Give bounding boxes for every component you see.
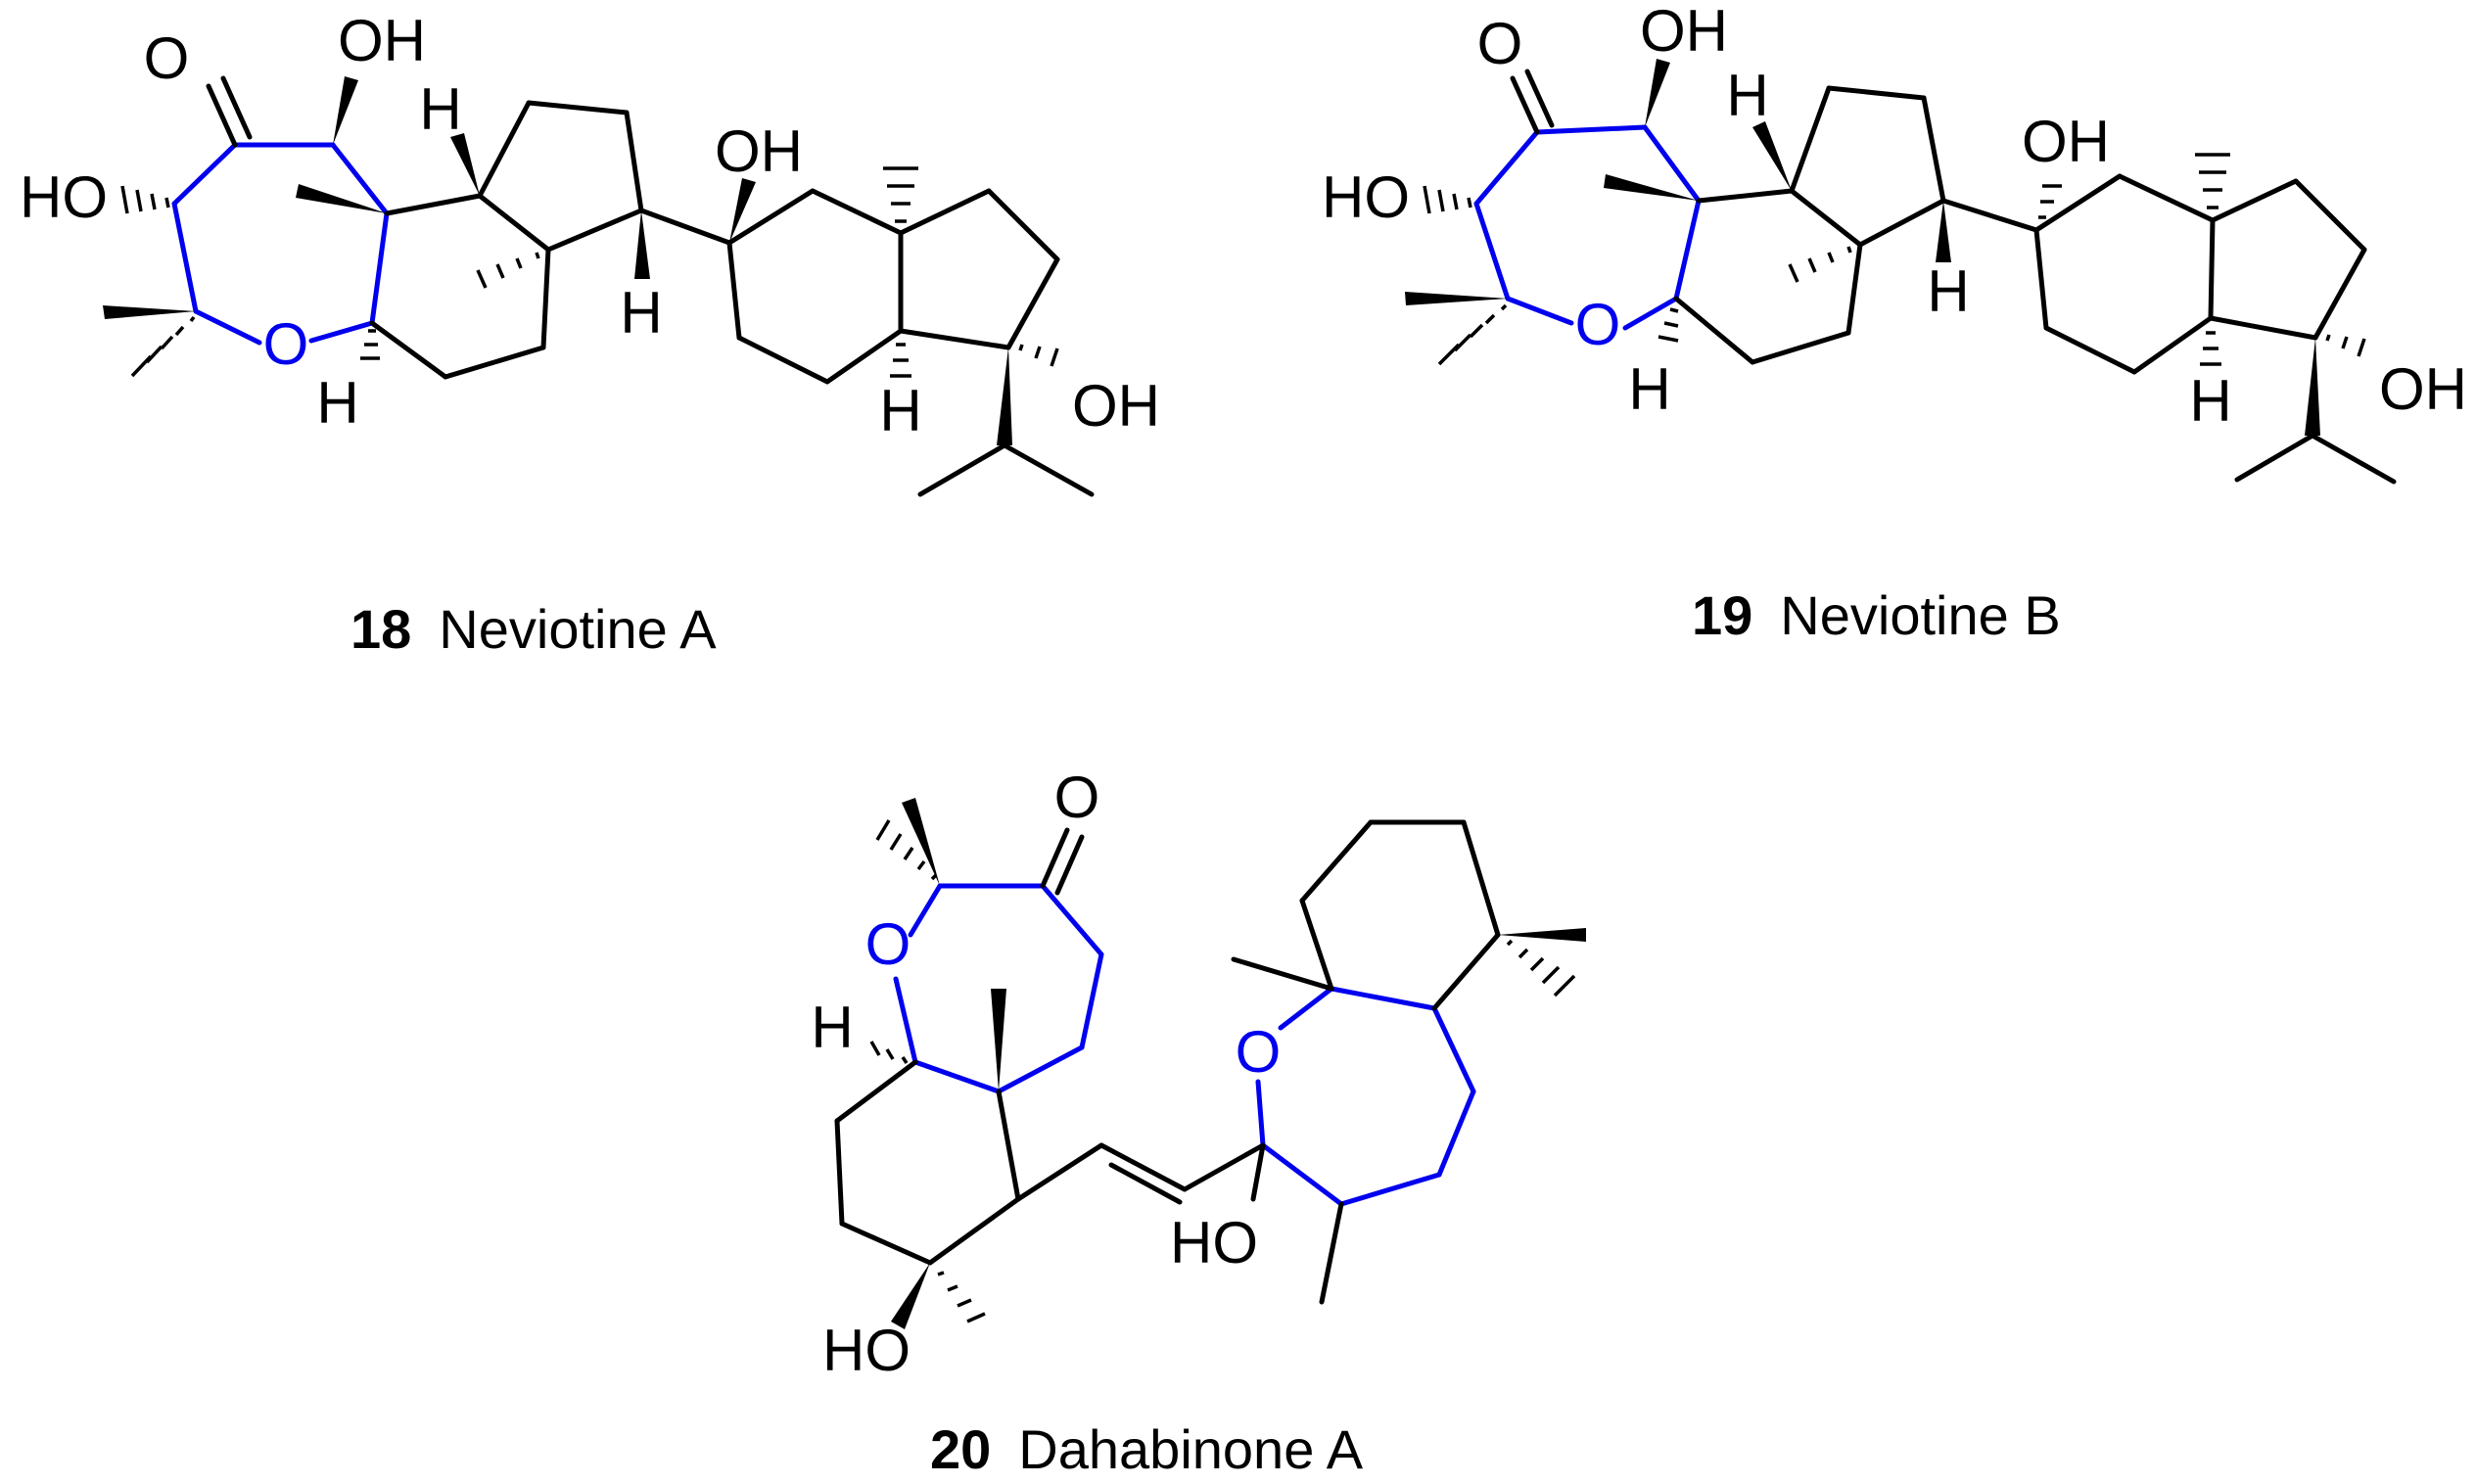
hash-19-gem: [1437, 303, 1508, 366]
atom-h-mid-18: H: [620, 280, 662, 346]
hash-19-me-right: [2195, 153, 2230, 209]
atom-oh-right-19: OH: [2379, 356, 2467, 422]
compound-name-18: Neviotine A: [439, 598, 717, 660]
atom-ho-left-18: HO: [20, 164, 108, 230]
hash-20-me-low: [937, 1271, 986, 1323]
hash-19-me-mid: [1788, 246, 1852, 283]
atom-oh-mid-18: OH: [715, 118, 803, 184]
compound-number-18: 18: [350, 598, 411, 660]
hash-18-me-right: [883, 166, 918, 223]
atom-h-low-19: H: [1628, 356, 1670, 422]
atom-ho-right-20: HO: [1170, 1210, 1258, 1275]
atom-o-ring-19: O: [1575, 292, 1621, 357]
compound-number-20: 20: [930, 1418, 991, 1480]
hash-19-ho: [1423, 185, 1472, 214]
structure-18: O OH HO O H H H OH H OH 18 Neviotine A: [20, 8, 1160, 660]
atom-h-mid-19: H: [1927, 258, 1969, 324]
atom-h-low-18: H: [316, 370, 358, 436]
atom-h-top-18: H: [419, 76, 461, 142]
atom-ho-low-20: HO: [822, 1318, 911, 1383]
atom-h-right-19: H: [2189, 368, 2231, 434]
atom-oh-right-18: OH: [1072, 373, 1160, 439]
hash-20-gem-right: [1506, 939, 1576, 997]
ring-oxepane-20-left: [893, 883, 1104, 1094]
atom-o-ketone-18: O: [144, 25, 190, 91]
hash-19-h-low: [1658, 307, 1679, 343]
structure-20: O O H HO O HO 20 Dahabinone A: [811, 765, 1586, 1480]
ring-oxepane-19: [1473, 124, 1702, 331]
hash-18-h-low: [360, 329, 380, 360]
hash-18-h-right: [890, 343, 911, 378]
hash-19-oh-mid: [2038, 184, 2062, 219]
atom-oh-top-18: OH: [338, 8, 426, 73]
atom-ho-left-19: HO: [1322, 164, 1410, 230]
hash-19-h-right: [2200, 331, 2221, 366]
atom-o-ketone-19: O: [1477, 11, 1523, 76]
compound-number-19: 19: [1692, 584, 1752, 646]
compound-name-19: Neviotine B: [1780, 584, 2060, 646]
ring-oxepane-20-right: [1255, 986, 1476, 1207]
hash-18-gem: [130, 315, 196, 378]
atom-oh-top-19: OH: [1640, 0, 1728, 64]
caption-19: 19 Neviotine B: [1692, 584, 2061, 646]
atom-h-right-18: H: [879, 378, 921, 443]
ring-oxepane-18: [171, 142, 390, 346]
compound-name-20: Dahabinone A: [1018, 1418, 1364, 1480]
atom-oh-mid-19: OH: [2022, 109, 2110, 174]
hash-18-ho: [120, 185, 170, 214]
atom-o-ketone-20: O: [1054, 765, 1100, 830]
hash-19-oh-right: [2325, 334, 2366, 357]
hash-18-oh-right: [1018, 344, 1059, 367]
atom-o-ring-20-right: O: [1236, 1019, 1282, 1085]
caption-18: 18 Neviotine A: [350, 598, 717, 660]
atom-o-ring-18: O: [263, 311, 309, 377]
structure-19: O OH HO O H H H OH H OH 19 Neviotine B: [1322, 0, 2467, 646]
hash-20-h: [869, 1041, 909, 1064]
atom-h-20: H: [811, 995, 853, 1060]
atom-h-top-19: H: [1726, 63, 1768, 128]
hash-20-gem: [875, 819, 938, 881]
hash-18-me-mid: [476, 252, 540, 289]
atom-o-ring-20-left: O: [865, 911, 911, 977]
caption-20: 20 Dahabinone A: [930, 1418, 1364, 1480]
